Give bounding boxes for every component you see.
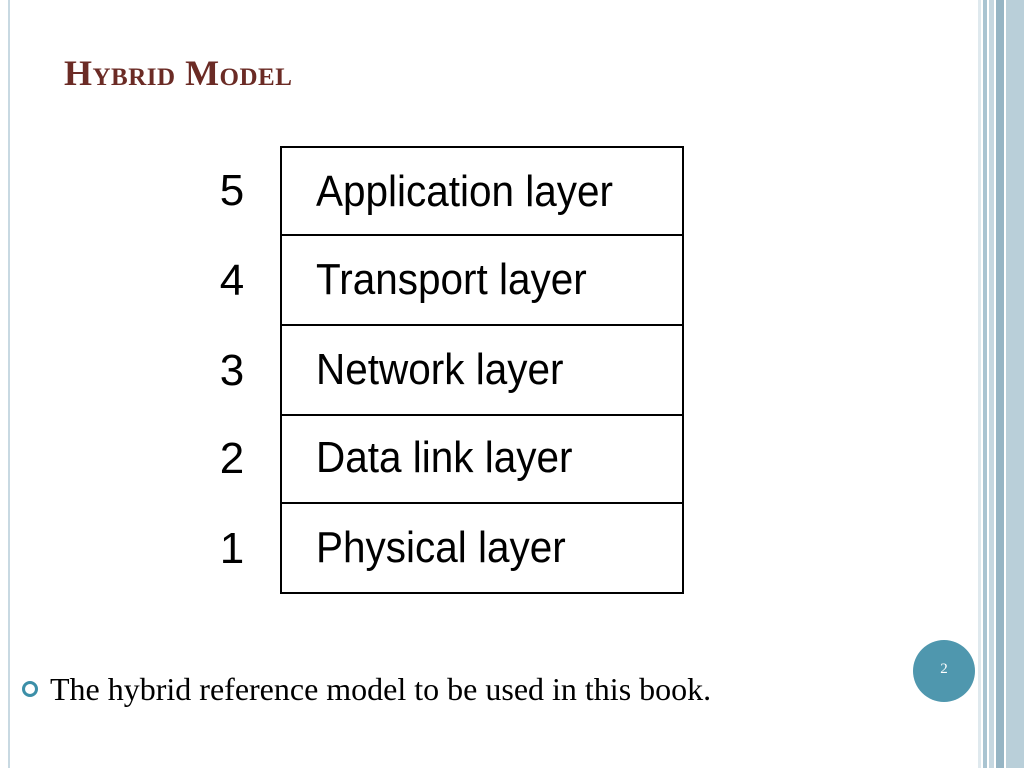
layer-number: 4 [219,256,245,305]
layer-label: Data link layer [316,433,573,482]
bullet-item: The hybrid reference model to be used in… [22,664,711,714]
layer-diagram: 5 Application layer 4 Transport layer 3 … [200,146,688,596]
layer-number: 5 [219,166,245,215]
stripe [983,0,987,768]
layer-row-physical: 1 Physical layer [200,504,688,594]
layer-label: Physical layer [316,523,566,572]
layer-box: Application layer [280,146,684,236]
layer-number: 1 [219,524,245,573]
stripe [1006,0,1024,768]
bullet-text: The hybrid reference model to be used in… [50,670,712,707]
page-number-badge: 2 [913,640,975,702]
layer-number: 3 [219,346,245,395]
layer-box: Transport layer [280,236,684,326]
left-frame-line [8,0,10,768]
layer-label: Transport layer [316,255,587,304]
layer-row-transport: 4 Transport layer [200,236,688,326]
layer-box: Network layer [280,326,684,416]
stripe [978,0,981,768]
stripe [989,0,994,768]
right-decorative-stripes [978,0,1024,768]
layer-row-network: 3 Network layer [200,326,688,416]
circle-bullet-icon [22,681,38,697]
layer-label: Network layer [316,345,564,394]
layer-box: Data link layer [280,414,684,504]
layer-label: Application layer [316,167,614,216]
stripe [996,0,1004,768]
slide-title: Hybrid Model [64,53,293,93]
layer-row-data-link: 2 Data link layer [200,414,688,504]
layer-box: Physical layer [280,504,684,594]
layer-number: 2 [219,434,245,483]
layer-row-application: 5 Application layer [200,146,688,236]
